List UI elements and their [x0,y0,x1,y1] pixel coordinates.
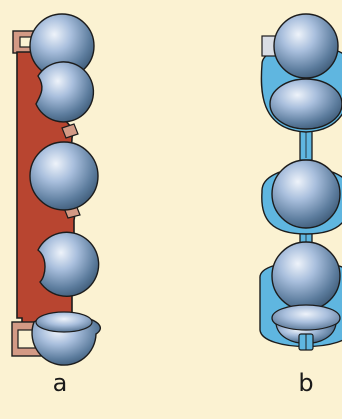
ball-b1 [273,13,339,79]
ball-a5-cap [35,311,93,333]
ridge-a1 [61,123,79,139]
ball-b3 [271,159,341,229]
ball-b2 [269,78,342,130]
ball-a2 [35,61,95,123]
panel-label-b: b [298,369,314,397]
ball-b4 [271,241,341,311]
ball-a3 [29,141,99,211]
panel-label-a: a [52,369,68,397]
figure-a [11,13,102,366]
ball-a4 [37,231,100,297]
figure-b [259,13,342,351]
